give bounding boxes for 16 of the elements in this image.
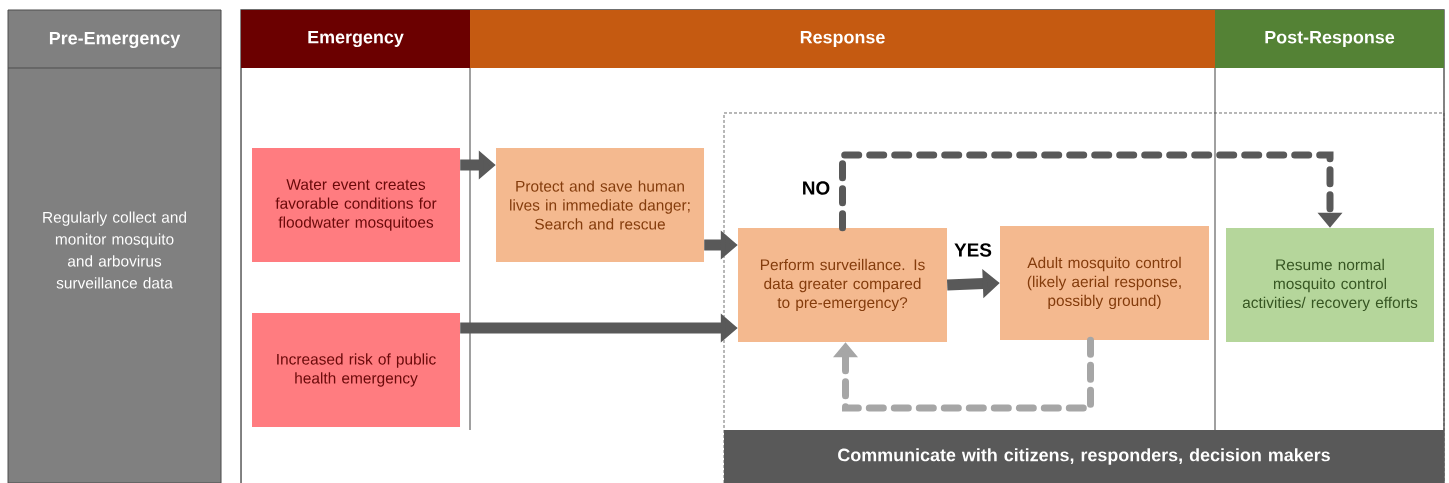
process-box: Perform surveillance. Is data greater compared to pre-emergency? — [738, 228, 947, 342]
arrow — [839, 151, 1343, 232]
header-band: Response — [470, 10, 1215, 68]
banner-bar: Communicate with citizens, responders, decision makers — [724, 430, 1444, 483]
column-text: Regularly collect and monitor mosquito and arbovirus surveillance data — [43, 211, 186, 289]
header-band: Post-Response — [1215, 10, 1444, 68]
header-band: Emergency — [241, 10, 470, 68]
process-box: Water event creates favorable conditions for floodwater mosquitoes — [252, 148, 460, 262]
process-box: Resume normal mosquito control activities/ recovery efforts — [1226, 228, 1434, 342]
arrow — [833, 336, 1094, 412]
process-box: Increased risk of public health emergency — [252, 313, 460, 427]
process-box: Adult mosquito control (likely aerial response, possibly ground) — [1000, 226, 1209, 340]
process-box: Protect and save human lives in immediate danger; Search and rescue — [496, 148, 704, 262]
edge-label: NO — [800, 180, 832, 196]
edge-label: YES — [953, 242, 993, 258]
column-heading: Pre-Emergency — [49, 31, 181, 49]
